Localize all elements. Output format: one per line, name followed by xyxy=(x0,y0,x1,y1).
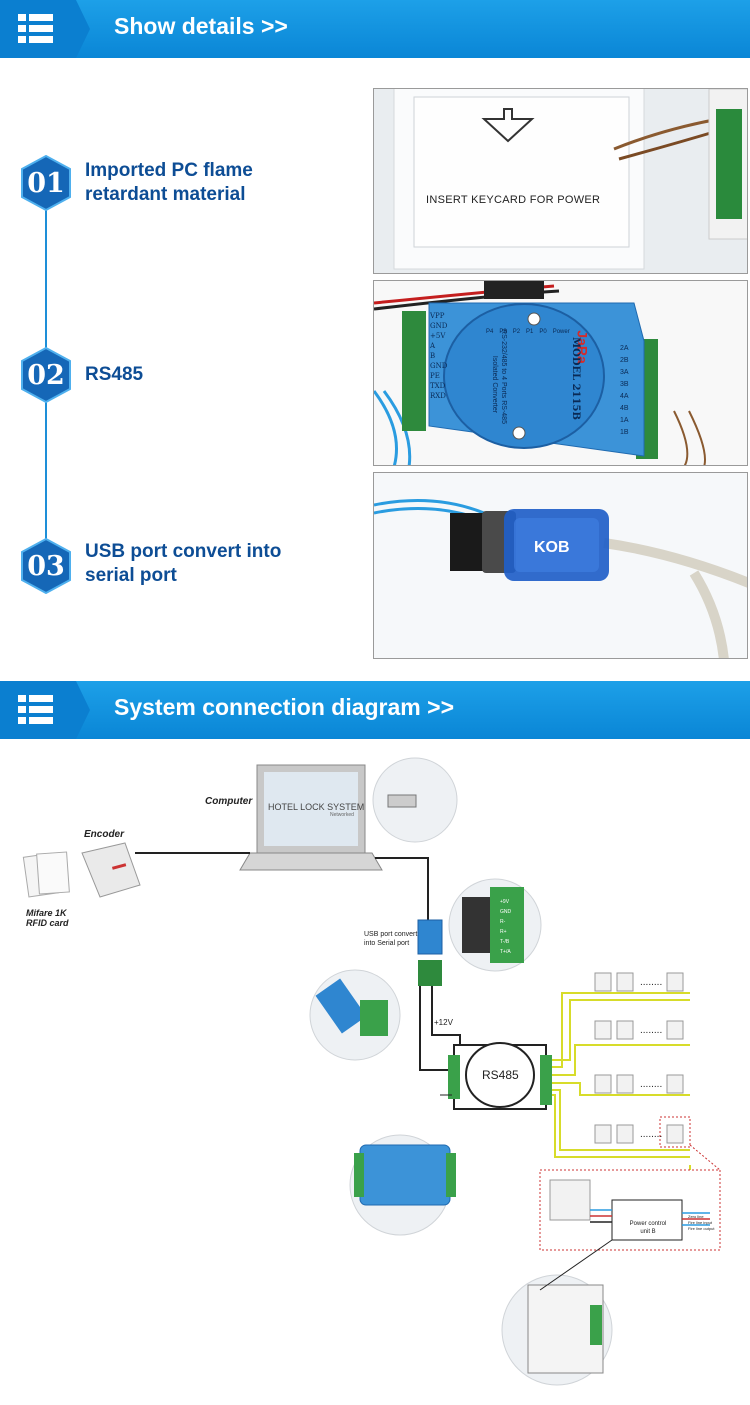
feature-text: Imported PC flame retardant material xyxy=(85,159,335,207)
pin-label: PE xyxy=(430,372,440,380)
feature-line: serial port xyxy=(85,565,177,586)
device-description: Isolated Converter xyxy=(491,355,499,414)
power-unit-label: Power control unit B xyxy=(620,1220,676,1236)
pin-label: TXD xyxy=(430,382,446,390)
pin-label: T+/A xyxy=(500,949,511,955)
section-banner-details: Show details >> xyxy=(0,0,750,58)
list-icon xyxy=(0,0,90,58)
pin-label: A xyxy=(430,342,436,350)
hexagon-badge-icon xyxy=(21,347,71,403)
pin-labels: +9V GND R- R+ T-/B T+/A xyxy=(500,897,511,957)
switch-panels xyxy=(594,972,684,1144)
list-icon xyxy=(0,681,90,739)
right-pin-labels: 2A 2B 3A 3B 4A 4B 1A 1B xyxy=(620,343,629,439)
hexagon-badge-icon xyxy=(21,538,71,594)
pin-label: 3B xyxy=(620,381,629,388)
section-title: System connection diagram >> xyxy=(114,694,455,720)
pin-label: 3A xyxy=(620,369,629,376)
pin-label: 4B xyxy=(620,405,629,412)
system-connection-diagram xyxy=(22,757,721,1386)
feature-number: 02 xyxy=(27,360,65,391)
device-model: MODEL 2115B xyxy=(569,337,581,420)
keycard-caption: INSERT KEYCARD FOR POWER xyxy=(426,194,601,206)
dots: ........ xyxy=(640,977,663,988)
laptop-icon xyxy=(239,764,383,871)
pin-label: 2A xyxy=(620,345,629,352)
card-label-line: RFID card xyxy=(26,918,69,928)
power-line-label: Fire line output xyxy=(688,1226,715,1231)
led-label: P4 xyxy=(486,329,494,335)
feature-number: 03 xyxy=(27,551,65,582)
photo-rs485-converter: JaRa MODEL 2115B RS-232/485 to 4 Ports R… xyxy=(373,280,748,466)
led-label: P3 xyxy=(499,329,507,335)
dots: ........ xyxy=(640,1079,663,1090)
led-label: Power xyxy=(552,329,570,335)
power-unit-line: unit B xyxy=(640,1229,656,1235)
usb-label-line: USB port convert xyxy=(364,931,418,938)
rs485-hub-icon xyxy=(448,1042,552,1110)
feature-text: USB port convert into serial port xyxy=(85,540,335,588)
power-line-labels: Zero line Fire line input Fire line outp… xyxy=(688,1214,714,1232)
pin-label: GND xyxy=(500,909,512,915)
encoder-device-icon xyxy=(81,842,141,898)
pin-label: +5V xyxy=(430,332,446,340)
feature-text: RS485 xyxy=(85,363,335,387)
photo-keycard-switch: INSERT KEYCARD FOR POWER xyxy=(373,88,748,274)
pin-label: GND xyxy=(430,322,448,330)
led-labels: P4 P3 P2 P1 P0 Power xyxy=(486,329,570,335)
led-label: P1 xyxy=(526,329,534,335)
dots: ........ xyxy=(640,1025,663,1036)
pin-label: R+ xyxy=(500,929,507,935)
pin-label: GND xyxy=(430,362,448,370)
left-pin-labels: VPP GND +5V A B GND PE TXD RXD xyxy=(430,311,447,401)
pin-label: 2B xyxy=(620,357,629,364)
hexagon-badge-icon xyxy=(21,155,71,211)
usb-label-line: into Serial port xyxy=(364,940,410,947)
pin-label: R- xyxy=(500,919,506,925)
usb-adapter-icon xyxy=(417,919,443,955)
feature-line: USB port convert into xyxy=(85,541,282,562)
feature-line: RS485 xyxy=(85,364,144,385)
device-description: RS-232/485 to 4 Ports RS-485 xyxy=(499,329,507,424)
photo-usb-serial-adapter: KOB xyxy=(373,472,748,659)
computer-label: Computer xyxy=(205,796,253,807)
rs485-label: RS485 xyxy=(482,1068,519,1082)
pin-label: 4A xyxy=(620,393,629,400)
dots: ........ xyxy=(640,1129,663,1140)
feature-line: retardant material xyxy=(85,184,246,205)
pin-label: T-/B xyxy=(500,939,510,945)
card-label-line: Mifare 1K xyxy=(26,908,67,918)
power-line-label: Fire line input xyxy=(688,1220,713,1225)
feature-line: Imported PC flame xyxy=(85,160,253,181)
section-banner-diagram: System connection diagram >> xyxy=(0,681,750,739)
usb-converter-label: USB port convert into Serial port xyxy=(364,930,417,948)
pin-label: 1B xyxy=(620,429,629,436)
power-line-label: Zero line xyxy=(688,1214,704,1219)
pin-label: B xyxy=(430,352,436,360)
pin-label: VPP xyxy=(430,312,445,320)
screen-text: HOTEL LOCK SYSTEM xyxy=(268,802,365,812)
power-unit-line: Power control xyxy=(629,1221,667,1227)
pin-label: +9V xyxy=(500,899,510,905)
pin-label: 1A xyxy=(620,417,629,424)
voltage-label: +12V xyxy=(434,1018,453,1027)
led-label: P2 xyxy=(512,329,521,335)
led-label: P0 xyxy=(539,329,547,335)
pin-label: RXD xyxy=(430,392,446,400)
card-label: Mifare 1K RFID card xyxy=(26,908,69,928)
feature-number: 01 xyxy=(27,168,65,199)
adapter-brand: KOB xyxy=(534,539,570,556)
section-title: Show details >> xyxy=(114,13,288,39)
screen-subtext: Networked xyxy=(330,812,354,818)
encoder-label: Encoder xyxy=(84,829,125,840)
rfid-card-icon xyxy=(22,851,70,898)
